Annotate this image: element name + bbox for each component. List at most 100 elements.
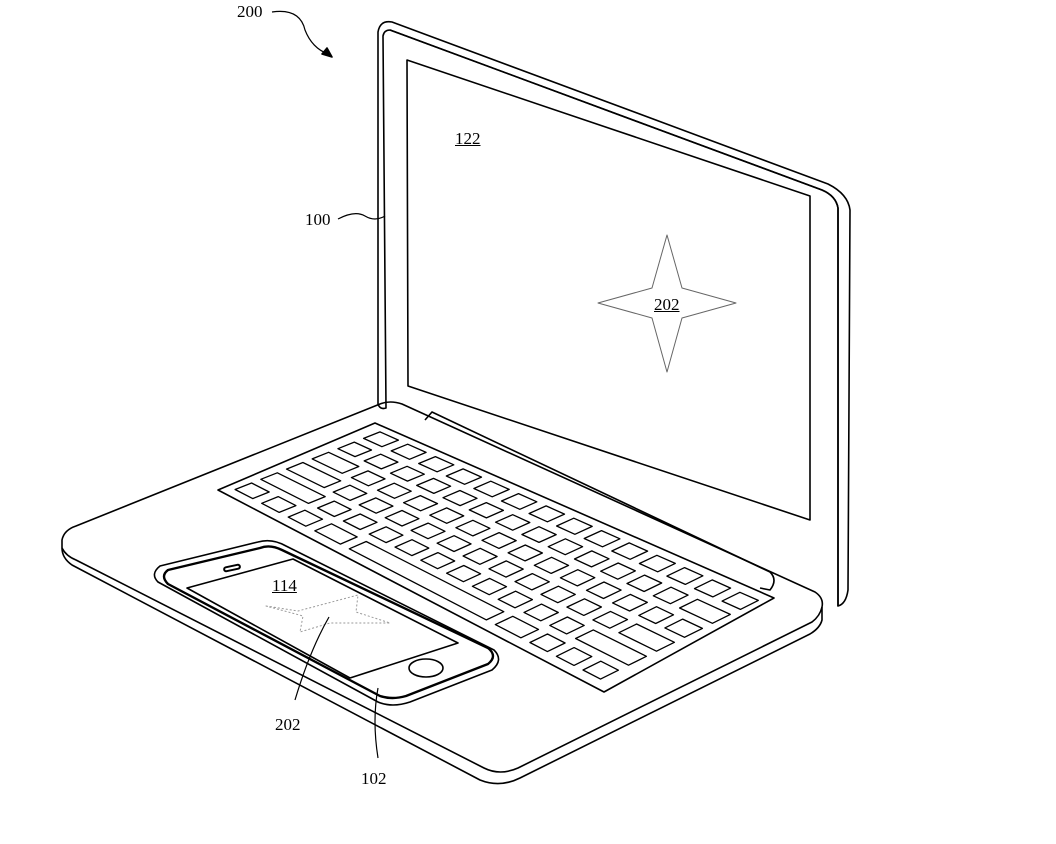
ref-label-200: 200 <box>237 2 263 21</box>
keyboard-key <box>436 535 472 553</box>
leader-100 <box>337 213 386 220</box>
keyboard-key <box>376 482 412 499</box>
keyboard-key <box>514 572 550 591</box>
keyboard-key <box>549 616 585 635</box>
keyboard-key <box>287 509 324 527</box>
keyboard-key <box>462 547 498 565</box>
leader-200 <box>271 10 329 55</box>
keyboard-key <box>311 451 360 474</box>
phone-display <box>186 558 459 679</box>
ref-label-202-display: 202 <box>654 295 680 314</box>
keyboard-key <box>497 590 534 609</box>
keyboard-key <box>402 494 439 512</box>
arrowhead-200 <box>321 47 333 58</box>
keyboard-key <box>337 441 373 458</box>
keyboard-key <box>528 505 566 523</box>
keyboard-key <box>445 468 483 485</box>
keyboard-key <box>574 629 648 666</box>
keyboard-key <box>342 513 378 531</box>
keyboard-key <box>611 542 649 560</box>
keyboard-key <box>368 526 404 544</box>
keyboard-key <box>721 591 759 611</box>
keyboard-key <box>547 538 584 556</box>
keyboard-key <box>678 598 731 624</box>
ref-label-122: 122 <box>455 129 481 148</box>
keyboard-key <box>500 492 538 510</box>
keyboard-key <box>473 480 510 498</box>
keyboard-key <box>533 556 570 575</box>
keyboard-key <box>420 551 456 570</box>
keyboard-key <box>445 564 482 583</box>
keyboard-key <box>693 579 732 598</box>
display-object-star <box>597 234 737 373</box>
keyboard-key <box>592 610 629 629</box>
leader-202-phone <box>294 616 330 701</box>
keyboard-key <box>316 500 352 518</box>
keyboard-key <box>488 560 524 578</box>
keyboard-area <box>217 422 775 693</box>
keyboard-key <box>394 539 430 557</box>
keyboard-key <box>455 519 491 537</box>
ref-label-202-phone: 202 <box>275 715 301 734</box>
keyboard-key <box>600 562 636 580</box>
keyboard-key <box>285 461 342 489</box>
ref-label-114: 114 <box>272 576 297 595</box>
keyboard-key <box>494 615 540 639</box>
keyboard-key <box>626 574 663 593</box>
keyboard-key <box>358 497 394 514</box>
phone-home-button <box>408 658 444 678</box>
keyboard-key <box>234 482 270 500</box>
keyboard-key <box>384 509 420 527</box>
laptop-display <box>406 59 811 521</box>
keyboard-key <box>583 529 621 548</box>
keyboard-key <box>555 646 593 667</box>
keyboard-key <box>332 484 368 502</box>
keyboard-key <box>471 577 508 596</box>
keyboard-key <box>261 495 297 514</box>
keyboard-key <box>573 550 610 568</box>
keyboard-key <box>652 586 689 605</box>
keyboard-key <box>555 517 593 535</box>
keyboard-key <box>260 472 326 505</box>
keyboard-key <box>390 443 427 460</box>
keyboard-key <box>362 431 400 448</box>
keyboard-key <box>416 477 452 495</box>
keyboard-key <box>410 522 446 540</box>
keyboard-key <box>559 569 596 587</box>
keyboard-key <box>468 501 505 519</box>
keyboard-key <box>418 455 455 473</box>
keyboard-key <box>540 585 576 604</box>
phone <box>153 539 500 706</box>
keyboard-key <box>363 453 399 470</box>
keyboard-key <box>442 489 478 507</box>
laptop-lid <box>377 20 851 607</box>
keyboard-key <box>481 531 517 550</box>
keyboard-key <box>529 633 566 653</box>
keyboard-key <box>348 540 505 621</box>
keyboard-key <box>507 544 544 562</box>
keyboard-key <box>350 470 386 487</box>
keyboard-key <box>582 660 620 680</box>
ref-label-100: 100 <box>305 210 331 229</box>
keyboard-key <box>664 618 704 638</box>
keyboard-key <box>638 554 676 573</box>
keyboard-keys <box>234 431 759 680</box>
keyboard-key <box>494 514 531 531</box>
keyboard-key <box>566 598 603 617</box>
keyboard-key <box>521 526 557 544</box>
leader-102 <box>374 687 379 759</box>
keyboard-key <box>585 581 622 600</box>
ref-label-102: 102 <box>361 769 387 788</box>
keyboard-key <box>638 606 675 625</box>
keyboard-key <box>618 623 676 652</box>
keyboard-key <box>523 603 559 622</box>
keyboard-key <box>314 523 358 545</box>
laptop-base <box>61 401 824 785</box>
phone-speaker <box>223 563 241 573</box>
keyboard-key <box>666 566 704 586</box>
keyboard-key <box>611 593 648 612</box>
phone-object-star <box>265 594 391 633</box>
keyboard-key <box>429 507 465 524</box>
keyboard-key <box>389 465 425 482</box>
